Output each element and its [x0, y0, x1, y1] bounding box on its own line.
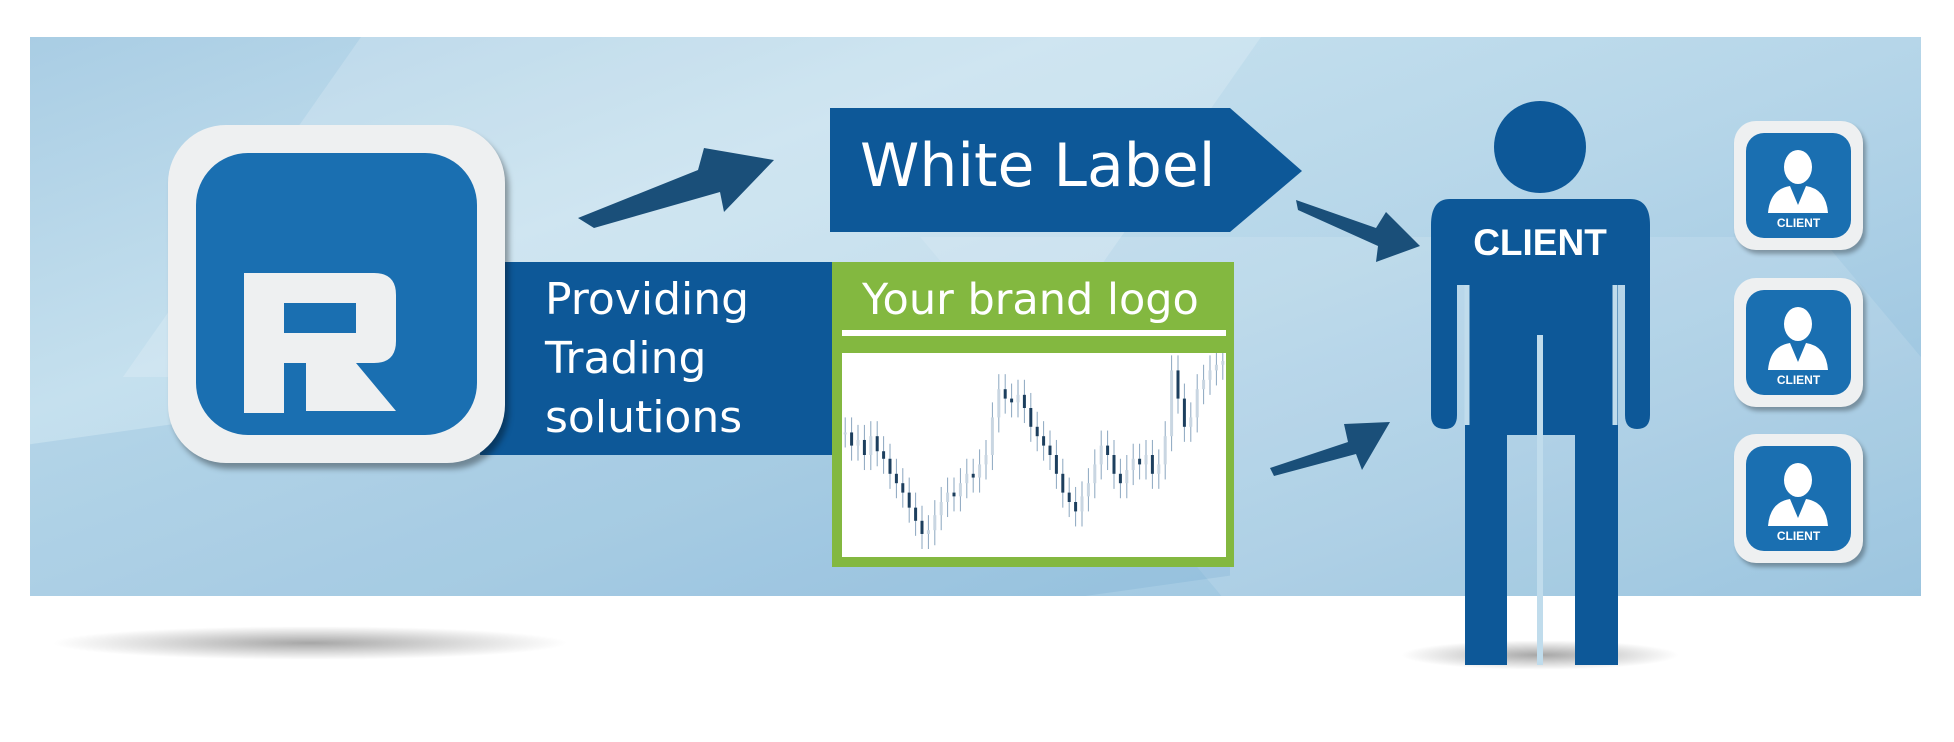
- brand-logo-title: Your brand logo: [862, 275, 1199, 325]
- candle-body: [1022, 394, 1026, 408]
- candle-body: [1048, 445, 1052, 455]
- client-tile-label: CLIENT: [1776, 216, 1821, 230]
- candle-body: [1010, 398, 1014, 403]
- candle-body: [1131, 458, 1135, 471]
- candle-body: [862, 439, 866, 455]
- candle-body: [850, 432, 854, 446]
- candle-body: [1176, 370, 1180, 399]
- candle-body: [1029, 408, 1033, 427]
- candle-body: [1106, 445, 1110, 455]
- candle-body: [914, 507, 918, 521]
- candle-body: [939, 502, 943, 516]
- candle-body: [990, 417, 994, 455]
- client-tile: CLIENT: [1734, 278, 1863, 407]
- logo-shadow: [50, 626, 570, 660]
- tagline-line: Providing: [545, 274, 750, 325]
- client-figure-icon: [1431, 101, 1650, 665]
- candle-body: [1157, 464, 1161, 474]
- candle-body: [978, 464, 982, 478]
- white-label-text: White Label: [860, 131, 1216, 201]
- logo-inner: [196, 153, 477, 435]
- candle-body: [1067, 492, 1071, 502]
- candle-body: [1163, 436, 1167, 465]
- candle-body: [1208, 370, 1212, 380]
- arrow-to-client-icon: [1296, 200, 1420, 262]
- candle-body: [882, 451, 886, 459]
- candle-body: [1170, 370, 1174, 437]
- candle-body: [1080, 496, 1084, 512]
- client-person-icon: [1768, 463, 1828, 526]
- candle-body: [907, 492, 911, 508]
- candle-body: [958, 483, 962, 497]
- white-label-banner: [830, 108, 1302, 232]
- candle-body: [920, 520, 924, 534]
- candle-body: [856, 439, 860, 446]
- client-label: CLIENT: [1473, 222, 1607, 263]
- tagline-band: [480, 262, 832, 455]
- candle-body: [1195, 389, 1199, 418]
- client-tile: CLIENT: [1734, 434, 1863, 563]
- candle-body: [1093, 464, 1097, 484]
- candle-body: [933, 515, 937, 531]
- client-tile-label: CLIENT: [1776, 373, 1821, 387]
- candle-body: [1125, 470, 1129, 484]
- candle-body: [952, 492, 956, 497]
- candle-body: [1221, 361, 1225, 365]
- candle-body: [971, 473, 975, 478]
- price-chart: [842, 353, 1226, 557]
- arrow-to-white-label-icon: [578, 148, 774, 228]
- candle-body: [926, 530, 930, 534]
- tagline: Providing Trading solutions: [545, 270, 749, 447]
- candle-body: [869, 436, 873, 455]
- candle-body: [1074, 502, 1078, 512]
- candle-body: [894, 473, 898, 484]
- candle-body: [1182, 398, 1186, 427]
- candle-body: [1112, 455, 1116, 474]
- company-logo: [168, 125, 505, 463]
- tagline-line: solutions: [545, 392, 743, 443]
- candle-body: [1042, 436, 1046, 446]
- candle-body: [1150, 455, 1154, 474]
- client-tile: CLIENT: [1734, 121, 1863, 250]
- candle-body: [1138, 458, 1142, 465]
- arrow-chart-to-client-icon: [1270, 422, 1390, 476]
- candle-body: [946, 492, 950, 502]
- tagline-line: Trading: [545, 333, 707, 384]
- candle-body: [1061, 473, 1065, 493]
- candle-body: [1035, 426, 1039, 437]
- candle-body: [1202, 379, 1206, 390]
- candle-body: [1118, 473, 1122, 484]
- candle-body: [965, 473, 969, 484]
- client-person-icon: [1768, 150, 1828, 213]
- candle-body: [875, 436, 879, 452]
- candle-body: [901, 483, 905, 493]
- candle-body: [1189, 417, 1193, 427]
- candle-body: [888, 458, 892, 474]
- client-tile-label: CLIENT: [1776, 529, 1821, 543]
- candle-body: [1099, 445, 1103, 465]
- brand-divider: [842, 330, 1226, 336]
- candle-body: [843, 432, 847, 435]
- candle-body: [1214, 364, 1218, 371]
- r-logo-icon: [244, 273, 396, 413]
- candle-body: [1086, 483, 1090, 497]
- candle-body: [984, 455, 988, 465]
- client-person-icon: [1768, 307, 1828, 370]
- candle-body: [1054, 455, 1058, 474]
- candle-body: [1003, 389, 1007, 399]
- candle-body: [997, 389, 1001, 418]
- candle-body: [1144, 455, 1148, 465]
- candle-body: [1016, 394, 1020, 403]
